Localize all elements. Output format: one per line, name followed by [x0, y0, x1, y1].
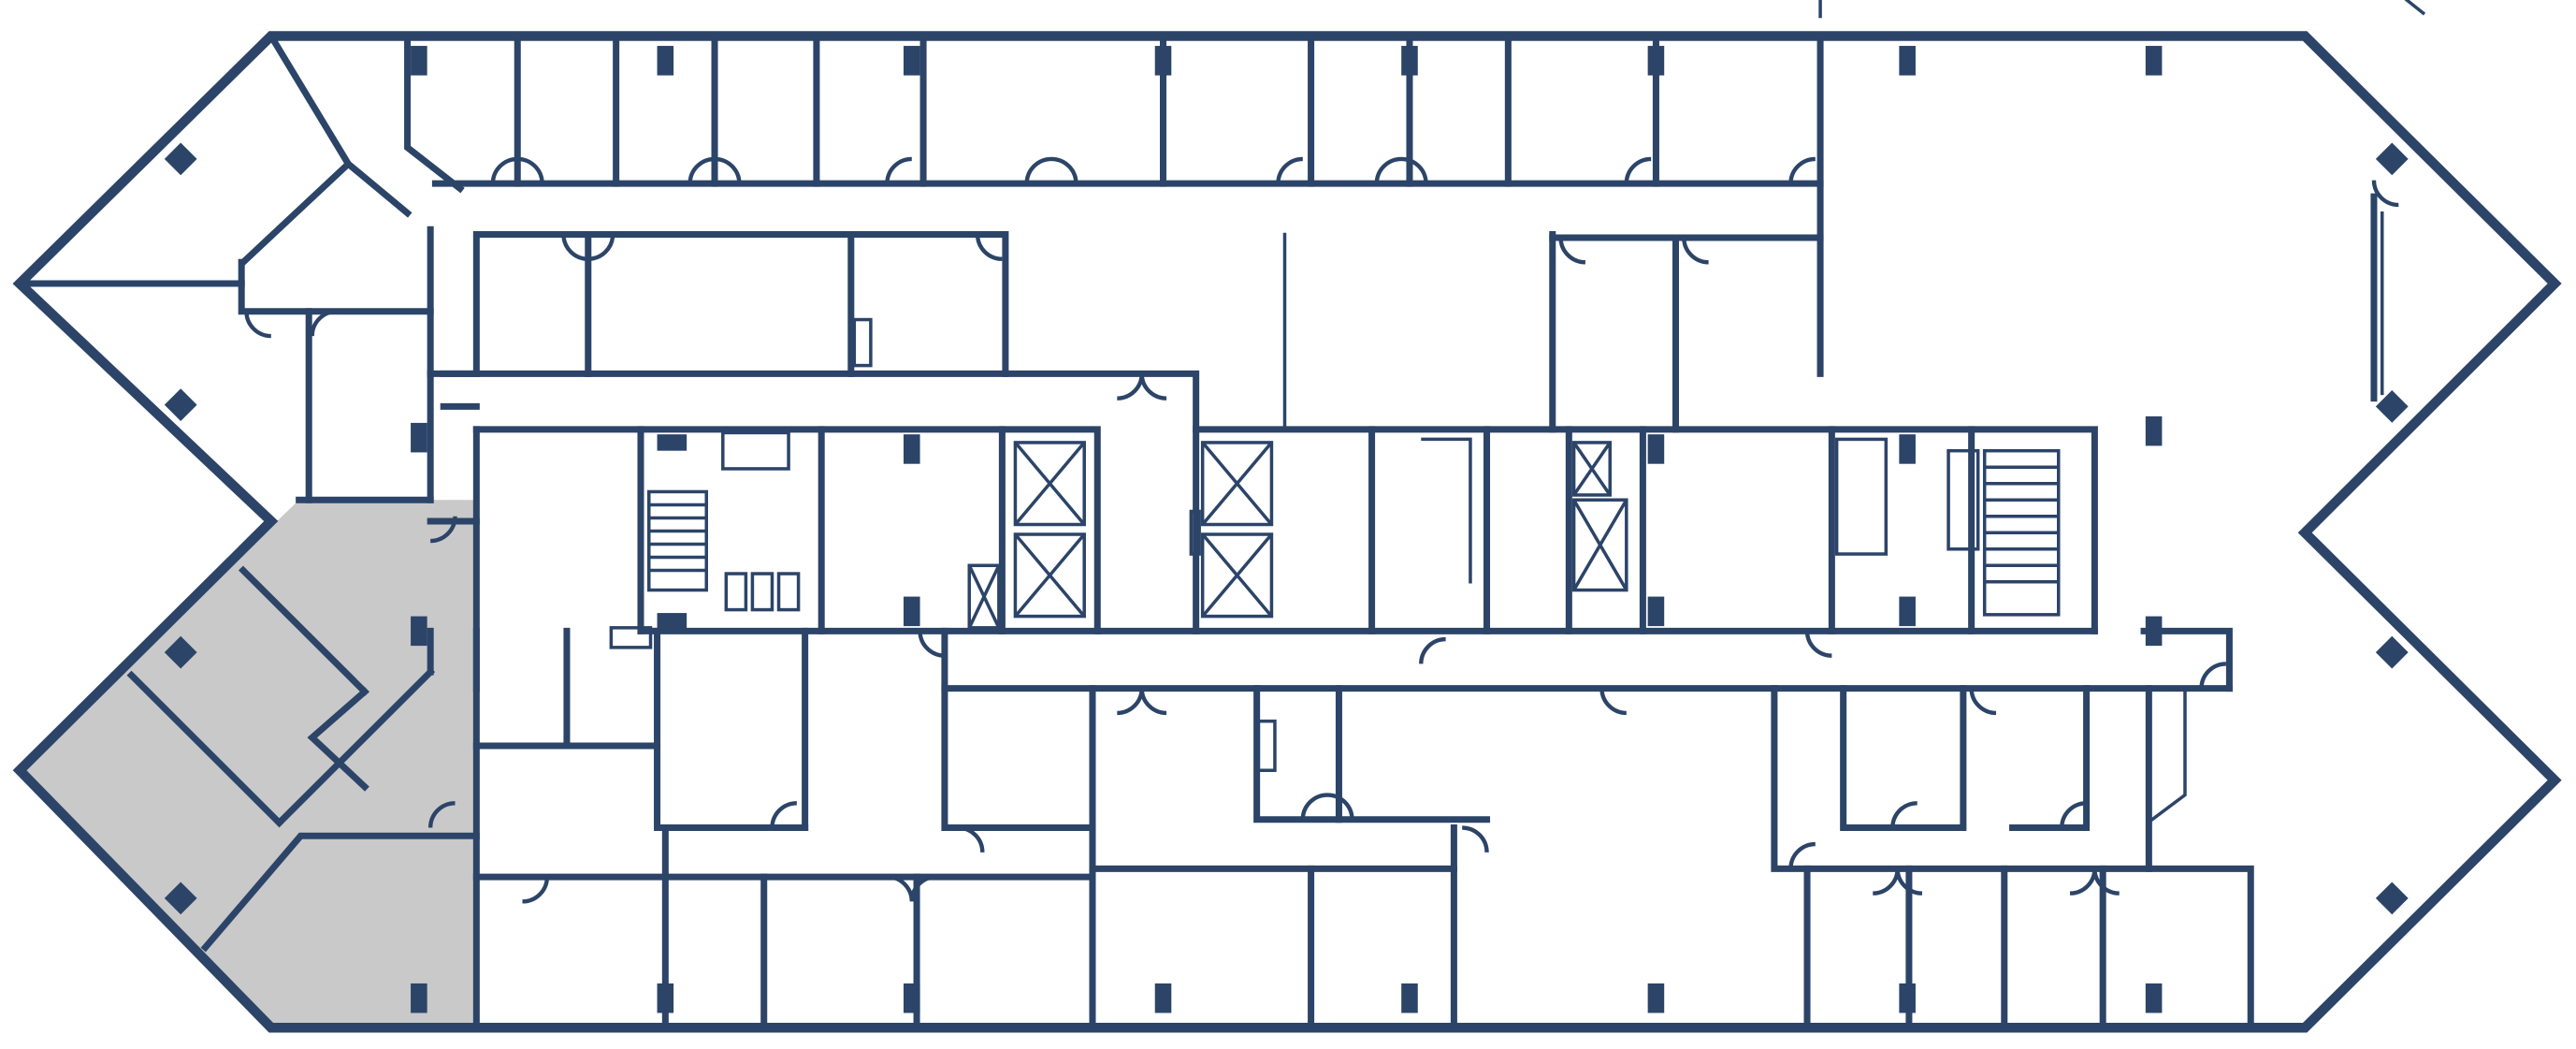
- ne-office-walls: [2370, 193, 2384, 402]
- column: [657, 434, 687, 451]
- column: [1647, 434, 1665, 464]
- column: [1401, 983, 1418, 1013]
- column: [2375, 881, 2409, 915]
- column: [2145, 983, 2163, 1013]
- column: [1401, 46, 1418, 76]
- suite-partitions: [126, 496, 480, 953]
- inner-north-rooms: [427, 230, 1824, 634]
- column: [904, 434, 920, 464]
- column: [1899, 434, 1916, 464]
- fixtures: [609, 317, 1472, 772]
- structural-columns: [164, 46, 2409, 1013]
- column: [411, 422, 427, 453]
- column: [1154, 983, 1172, 1013]
- column: [904, 46, 920, 76]
- column: [1899, 596, 1916, 627]
- highlighted-suite[interactable]: [20, 500, 477, 1025]
- north-offices-walls: [431, 33, 1824, 377]
- door-swings: [244, 156, 2399, 904]
- restroom-east: [1834, 437, 1980, 556]
- south-interior-walls: [472, 627, 2254, 1028]
- column: [1899, 983, 1916, 1013]
- stairwell-west: [647, 489, 708, 592]
- column: [904, 983, 920, 1013]
- restroom-west: [721, 430, 801, 612]
- column: [411, 983, 427, 1013]
- nw-office-walls: [16, 31, 465, 503]
- column: [657, 613, 687, 630]
- column: [657, 46, 674, 76]
- column: [2375, 142, 2409, 176]
- column: [1647, 596, 1665, 627]
- column: [1647, 46, 1665, 76]
- column: [2145, 46, 2163, 76]
- elevator-shafts: [967, 441, 1628, 630]
- core-walls: [472, 426, 2098, 1028]
- building-outline: [12, 31, 2562, 1033]
- column: [657, 983, 674, 1013]
- column: [2375, 635, 2409, 669]
- column: [164, 388, 197, 421]
- column: [1899, 46, 1916, 76]
- column: [904, 596, 920, 627]
- column: [164, 142, 197, 176]
- column: [411, 616, 427, 647]
- corner-notch: [2404, 0, 2426, 16]
- column: [2375, 390, 2409, 423]
- column: [2145, 415, 2163, 446]
- column: [2145, 616, 2163, 647]
- column: [411, 46, 427, 76]
- stairwell-east: [1982, 448, 2061, 617]
- column: [1647, 983, 1665, 1013]
- column: [1154, 46, 1172, 76]
